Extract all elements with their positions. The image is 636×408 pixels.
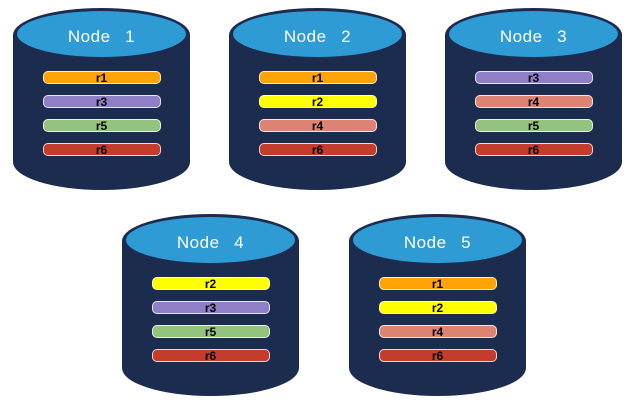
cylinder-top-face: Node 5 [353,217,522,263]
replica-bar: r2 [378,301,497,314]
node-label: Node 5 [403,233,472,252]
replica-bar: r1 [378,277,497,290]
database-node: Node 1 r1 r3 r5 r6 [13,8,190,190]
cylinder-top-rim: Node 5 [349,214,526,268]
replica-bar: r6 [474,143,593,156]
replica-bar: r3 [151,301,270,314]
database-node: Node 5 r1 r2 r4 r6 [349,214,526,396]
replica-bar: r1 [42,71,161,84]
replica-bar: r6 [151,349,270,362]
replica-list: r1 r3 r5 r6 [42,71,161,156]
cylinder-top-rim: Node 1 [13,8,190,62]
replica-bar: r2 [258,95,377,108]
replica-bar: r6 [258,143,377,156]
replica-bar: r4 [258,119,377,132]
replica-bar: r4 [378,325,497,338]
node-label: Node 3 [499,27,568,46]
cylinder-top-rim: Node 4 [122,214,299,268]
database-node: Node 2 r1 r2 r4 r6 [229,8,406,190]
replica-bar: r2 [151,277,270,290]
replica-bar: r4 [474,95,593,108]
replica-bar: r3 [42,95,161,108]
cylinder-top-rim: Node 3 [445,8,622,62]
replica-bar: r6 [378,349,497,362]
replica-list: r1 r2 r4 r6 [258,71,377,156]
replica-list: r3 r4 r5 r6 [474,71,593,156]
replica-bar: r5 [151,325,270,338]
cylinder-top-face: Node 1 [17,11,186,57]
replica-list: r2 r3 r5 r6 [151,277,270,362]
replica-bar: r5 [42,119,161,132]
replica-bar: r1 [258,71,377,84]
cylinder-top-face: Node 2 [233,11,402,57]
cylinder-top-face: Node 3 [449,11,618,57]
node-label: Node 4 [176,233,245,252]
node-label: Node 2 [283,27,352,46]
replica-list: r1 r2 r4 r6 [378,277,497,362]
replica-bar: r3 [474,71,593,84]
replica-bar: r6 [42,143,161,156]
database-node: Node 3 r3 r4 r5 r6 [445,8,622,190]
cylinder-top-face: Node 4 [126,217,295,263]
database-node: Node 4 r2 r3 r5 r6 [122,214,299,396]
cylinder-top-rim: Node 2 [229,8,406,62]
node-label: Node 1 [67,27,136,46]
replica-bar: r5 [474,119,593,132]
